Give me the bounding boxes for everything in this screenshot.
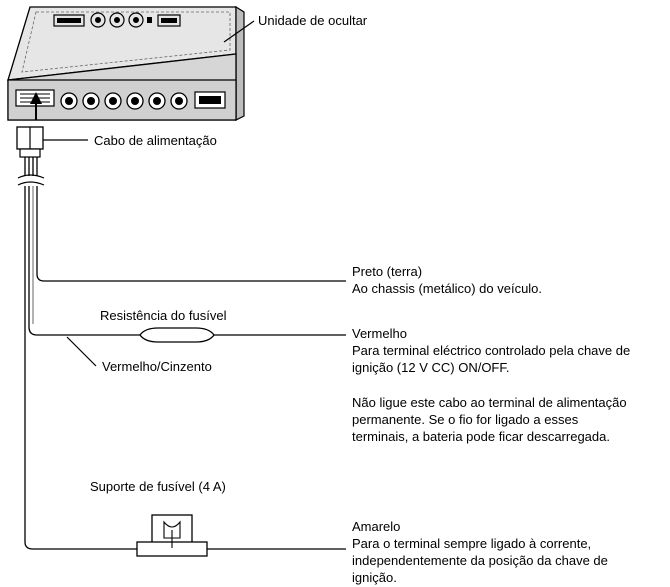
- red-wire-label: Vermelho: [352, 326, 407, 341]
- power-cable-label: Cabo de alimentação: [94, 133, 217, 148]
- yellow-wire-label: Amarelo: [352, 519, 400, 534]
- red-wire-desc-1: Para terminal eléctrico controlado pela …: [352, 343, 630, 358]
- yellow-wire-desc-2: independentemente da posição da chave de: [352, 553, 608, 568]
- black-wire-label: Preto (terra): [352, 264, 422, 279]
- fuse-holder-label: Suporte de fusível (4 A): [90, 479, 226, 494]
- warning-line-1: Não ligue este cabo ao terminal de alime…: [352, 395, 627, 410]
- red-wire-desc-2: ignição (12 V CC) ON/OFF.: [352, 360, 510, 375]
- yellow-wire-desc-1: Para o terminal sempre ligado à corrente…: [352, 536, 591, 551]
- insert-arrow-icon: [30, 92, 42, 104]
- fuse-resistor-label: Resistência do fusível: [100, 308, 227, 323]
- hide-unit: [7, 5, 245, 121]
- warning-line-3: terminais, a bateria pode ficar descarre…: [352, 429, 610, 444]
- power-cable-plug: [16, 126, 44, 158]
- fuse-resistor: [139, 327, 215, 343]
- fuse-holder: [136, 514, 208, 557]
- black-wire-desc: Ao chassis (metálico) do veículo.: [352, 281, 542, 296]
- warning-line-2: permanente. Se o fio for ligado a esses: [352, 412, 579, 427]
- hide-unit-label: Unidade de ocultar: [258, 13, 368, 28]
- red-gray-wire-label: Vermelho/Cinzento: [102, 359, 212, 374]
- yellow-wire-desc-3: ignição.: [352, 570, 397, 585]
